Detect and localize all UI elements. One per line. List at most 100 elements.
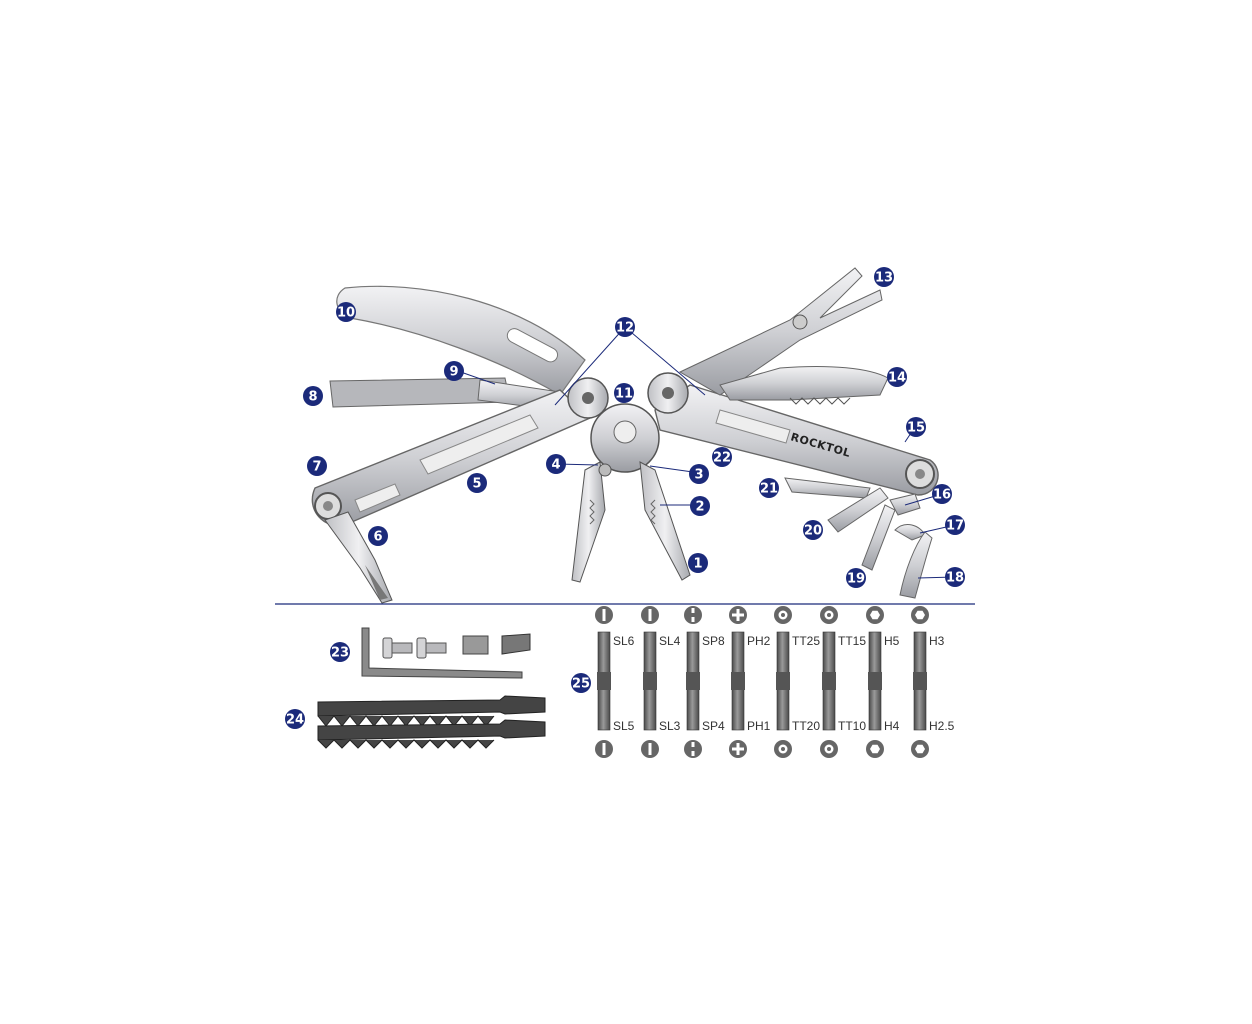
bit-label-bottom: H4 [884,719,900,733]
jigsaw-blade-1 [317,695,546,717]
callout-badge [614,383,634,403]
scissors-pivot [792,314,808,330]
hex-icon [911,606,929,624]
callout-badge [945,515,965,535]
hex-key [361,627,523,679]
knife-thumb-hole [506,328,559,363]
callout-number: 2 [695,500,704,515]
callout-badge [932,484,952,504]
callout-badge [690,496,710,516]
callout-number: 1 [693,557,702,572]
callout-badge [615,317,635,337]
screw-2 [416,637,447,659]
plier-teeth-left [589,499,595,525]
callout-24: 24 [285,709,305,729]
leader-12b [624,326,706,396]
callout-number: 20 [804,524,822,539]
callout-badge [803,520,823,540]
callout-number: 17 [946,519,964,534]
bit-collar [822,672,836,690]
tool-21 [784,477,871,499]
bit-collar [643,672,657,690]
bit-label-top: TT25 [792,634,820,648]
callouts: 1234567891011121314151617181920212223242… [285,267,965,729]
callout-13: 13 [874,267,894,287]
tool-18 [899,531,933,599]
callout-23: 23 [330,642,350,662]
right-handle-slot [715,409,791,444]
callout-14: 14 [887,367,907,387]
driver-tip [365,565,388,600]
plier-jaw-right [639,461,691,581]
callout-number: 25 [572,677,590,692]
phillips-icon [729,740,747,758]
clip-2 [501,633,531,655]
callout-number: 19 [847,572,865,587]
callout-19: 19 [846,568,866,588]
bit-label-bottom: SL5 [613,719,635,733]
callout-2: 2 [690,496,710,516]
slot-icon [595,606,613,624]
bit-label-bottom: H2.5 [929,719,955,733]
callout-badge [887,367,907,387]
accessories [317,627,546,749]
hex-icon [866,740,884,758]
bit-set: SL6SL5SL4SL3SP8SP4PH2PH1TT25TT20TT15TT10… [595,606,955,758]
bit-label-top: SP8 [702,634,725,648]
callout-1: 1 [688,553,708,573]
callout-15: 15 [906,417,926,437]
right-pivot-screw [915,469,925,479]
callout-number: 24 [286,713,304,728]
spanner-icon [684,606,702,624]
callout-number: 18 [946,571,964,586]
callout-badge [712,447,732,467]
hex-icon [911,740,929,758]
bit-label-bottom: PH1 [747,719,771,733]
left-handle-slot-2 [354,483,401,513]
callout-9: 9 [444,361,464,381]
leader-12a [554,326,626,406]
callout-number: 5 [472,477,481,492]
callout-number: 22 [713,451,731,466]
callout-number: 12 [616,321,634,336]
bit-collar [686,672,700,690]
callout-number: 21 [760,482,778,497]
callout-badge [846,568,866,588]
callout-badge [945,567,965,587]
scissors [678,267,883,396]
callout-5: 5 [467,473,487,493]
tool-20 [827,487,889,533]
callout-10: 10 [336,302,356,322]
spanner-icon [684,740,702,758]
callout-number: 14 [888,371,906,386]
bit-label-top: SL4 [659,634,681,648]
callout-22: 22 [712,447,732,467]
serrated-blade [719,365,889,401]
callout-number: 10 [337,306,355,321]
callout-21: 21 [759,478,779,498]
callout-20: 20 [803,520,823,540]
callout-badge [368,526,388,546]
phillips-icon [729,606,747,624]
callout-12: 12 [615,317,635,337]
slot-icon [641,740,659,758]
callout-number: 6 [373,530,382,545]
callout-badge [906,417,926,437]
callout-number: 15 [907,421,925,436]
jigsaw-teeth-2 [317,739,495,749]
serration [789,397,851,405]
torx-icon [820,606,838,624]
bit-label-top: SL6 [613,634,635,648]
callout-number: 4 [551,458,560,473]
callout-18: 18 [945,567,965,587]
callout-badge [759,478,779,498]
callout-badge [467,473,487,493]
bit-label-top: H3 [929,634,945,648]
callout-4: 4 [546,454,566,474]
